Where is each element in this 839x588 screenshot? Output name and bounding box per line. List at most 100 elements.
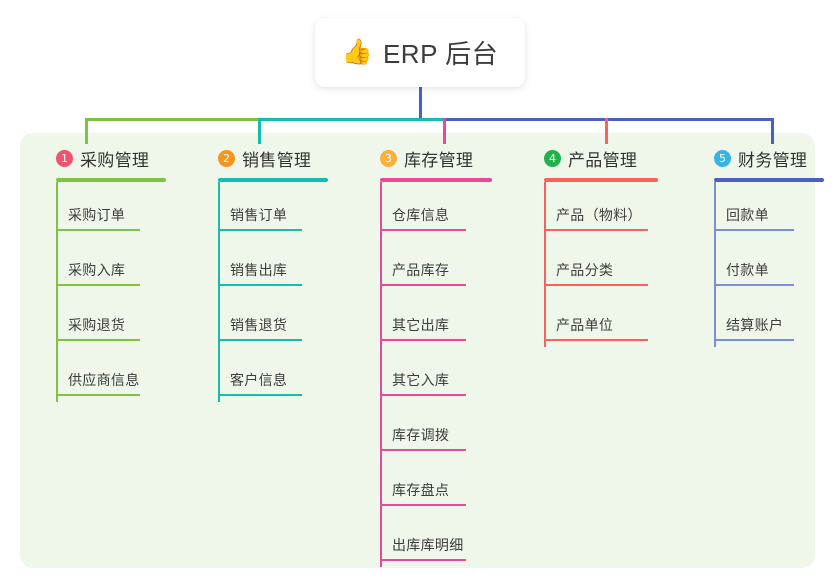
branch-item[interactable]: 产品单位 [526, 292, 658, 347]
branch-item-underline [714, 339, 794, 341]
branch-item[interactable]: 仓库信息 [362, 182, 492, 237]
branch-item-underline [544, 284, 648, 286]
branch-item[interactable]: 销售订单 [200, 182, 328, 237]
branch-number-badge: 4 [544, 149, 561, 167]
branch-item[interactable]: 采购订单 [38, 182, 166, 237]
branch-item-underline [380, 504, 466, 506]
branch-header-3[interactable]: 3 库存管理 [380, 145, 492, 171]
branch-item-underline [380, 284, 466, 286]
branch-item-underline [380, 394, 466, 396]
branch-underline [544, 178, 658, 182]
branch-items: 产品（物料） 产品分类产品单位 [526, 182, 658, 347]
branch-item[interactable]: 其它出库 [362, 292, 492, 347]
branch-header-2[interactable]: 2 销售管理 [218, 145, 328, 171]
branch-spine [218, 182, 220, 402]
branch-item-label: 产品单位 [556, 317, 614, 333]
branch-header-1[interactable]: 1 采购管理 [56, 145, 166, 171]
branch-item[interactable]: 其它入库 [362, 347, 492, 402]
root-node-card[interactable]: 👍 ERP 后台 [315, 18, 525, 87]
branch-item[interactable]: 销售出库 [200, 237, 328, 292]
branch-title: 财务管理 [738, 150, 808, 170]
branch-underline [714, 178, 824, 182]
branch-item[interactable]: 客户信息 [200, 347, 328, 402]
branch-item-label: 客户信息 [230, 372, 288, 388]
connector-trunk-vertical [419, 87, 422, 121]
connector-drop [443, 118, 446, 144]
branch-item-underline [56, 394, 140, 396]
branch-item[interactable]: 采购入库 [38, 237, 166, 292]
branch-item[interactable]: 采购退货 [38, 292, 166, 347]
branch-item[interactable]: 产品（物料） [526, 182, 658, 237]
branch-number-badge: 3 [380, 149, 397, 167]
branch-item-label: 采购订单 [68, 207, 126, 223]
branch-item-underline [218, 284, 302, 286]
connector-drop [771, 118, 774, 144]
branch-item[interactable]: 销售退货 [200, 292, 328, 347]
connector-drop [605, 118, 608, 144]
connector-bus-segment [258, 118, 445, 121]
connector-drop [85, 118, 88, 144]
branch-column-3: 3 库存管理仓库信息产品库存其它出库其它入库库存调拨库存盘点出库库明细 [362, 145, 492, 567]
branch-items: 销售订单销售出库销售退货客户信息 [200, 182, 328, 402]
branch-title: 采购管理 [80, 150, 150, 170]
connector-bus-segment [443, 118, 773, 121]
branch-column-4: 4 产品管理产品（物料） 产品分类产品单位 [526, 145, 658, 347]
branch-item[interactable]: 供应商信息 [38, 347, 166, 402]
branch-column-5: 5 财务管理回款单付款单结算账户 [696, 145, 824, 347]
branch-number-badge: 1 [56, 149, 73, 167]
branch-underline [56, 178, 166, 182]
root-node-title: ERP 后台 [382, 39, 499, 69]
branch-item-label: 其它出库 [392, 317, 450, 333]
branch-item-label: 出库库明细 [392, 537, 464, 553]
branch-title: 库存管理 [404, 150, 474, 170]
branch-item-underline [218, 339, 302, 341]
branch-item-underline [380, 559, 466, 561]
branch-item-underline [56, 229, 140, 231]
branch-item-label: 库存调拨 [392, 427, 450, 443]
branch-item[interactable]: 付款单 [696, 237, 824, 292]
branch-item-underline [714, 229, 794, 231]
connector-drop [258, 118, 261, 144]
branch-number-badge: 2 [218, 149, 235, 167]
branch-item[interactable]: 库存调拨 [362, 402, 492, 457]
branch-number-badge: 5 [714, 149, 731, 167]
branch-column-2: 2 销售管理销售订单销售出库销售退货客户信息 [200, 145, 328, 402]
branch-item-label: 产品库存 [392, 262, 450, 278]
branch-item-underline [380, 229, 466, 231]
branch-item-underline [218, 229, 302, 231]
branch-item[interactable]: 产品库存 [362, 237, 492, 292]
branch-item-underline [218, 394, 302, 396]
branch-item-underline [56, 339, 140, 341]
branch-item[interactable]: 库存盘点 [362, 457, 492, 512]
branch-item[interactable]: 产品分类 [526, 237, 658, 292]
branch-item-label: 其它入库 [392, 372, 450, 388]
branch-item[interactable]: 结算账户 [696, 292, 824, 347]
branch-item[interactable]: 回款单 [696, 182, 824, 237]
branch-items: 采购订单采购入库采购退货供应商信息 [38, 182, 166, 402]
branch-spine [544, 182, 546, 347]
branch-header-4[interactable]: 4 产品管理 [544, 145, 658, 171]
branch-item-label: 仓库信息 [392, 207, 450, 223]
branch-item[interactable]: 出库库明细 [362, 512, 492, 567]
branch-item-label: 销售订单 [230, 207, 288, 223]
branch-item-label: 采购退货 [68, 317, 126, 333]
branch-item-label: 回款单 [726, 207, 769, 223]
branch-item-label: 产品分类 [556, 262, 614, 278]
branch-item-label: 销售退货 [230, 317, 288, 333]
branch-item-label: 结算账户 [726, 317, 784, 333]
branch-item-underline [380, 449, 466, 451]
branch-item-label: 产品（物料） [556, 207, 642, 223]
branch-items: 回款单付款单结算账户 [696, 182, 824, 347]
branches-panel [20, 133, 815, 568]
branch-item-label: 供应商信息 [68, 372, 140, 388]
branch-spine [56, 182, 58, 402]
branch-title: 销售管理 [242, 150, 312, 170]
branch-items: 仓库信息产品库存其它出库其它入库库存调拨库存盘点出库库明细 [362, 182, 492, 567]
branch-item-label: 库存盘点 [392, 482, 450, 498]
branch-column-1: 1 采购管理采购订单采购入库采购退货供应商信息 [38, 145, 166, 402]
branch-item-underline [714, 284, 794, 286]
branch-item-underline [544, 229, 648, 231]
branch-title: 产品管理 [568, 150, 638, 170]
branch-item-underline [380, 339, 466, 341]
branch-header-5[interactable]: 5 财务管理 [714, 145, 824, 171]
